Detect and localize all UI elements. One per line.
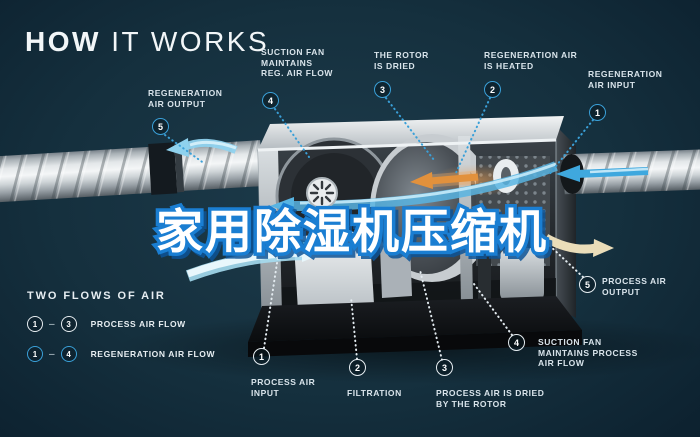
unit-base [248, 296, 582, 357]
process-output-arrow [543, 234, 614, 257]
fan-hub-icon [306, 177, 338, 209]
step-circle-reg-4: 4 [262, 92, 279, 109]
fan-swirl-arrow [262, 217, 350, 251]
label-line: AIR INPUT [588, 79, 636, 90]
label-line: BY THE ROTOR [436, 398, 507, 409]
step-circle-proc-5: 5 [579, 276, 596, 293]
legend-circle: 4 [60, 346, 77, 362]
step-number: 4 [513, 337, 519, 348]
step-circle-proc-2: 2 [349, 359, 366, 376]
label-regeneration-air-output: REGENERATION AIR OUTPUT [148, 88, 222, 109]
step-circle-proc-4: 4 [508, 334, 525, 351]
heated-air-arrow [410, 170, 479, 189]
label-line: REGENERATION AIR [484, 50, 578, 60]
legend-label: PROCESS AIR FLOW [90, 319, 186, 329]
label-line: FILTRATION [347, 388, 402, 398]
step-number: 3 [441, 362, 447, 373]
legend: TWO FLOWS OF AIR 1 – 3 PROCESS AIR FLOW … [27, 290, 215, 362]
label-filtration: FILTRATION [347, 388, 402, 399]
step-number: 5 [157, 121, 163, 132]
label-line: THE ROTOR [374, 50, 429, 60]
step-number: 4 [267, 95, 273, 106]
legend-circle: 1 [27, 316, 43, 332]
label-process-air-output: PROCESS AIR OUTPUT [602, 276, 666, 297]
label-regeneration-air-input: REGENERATION AIR INPUT [588, 69, 662, 90]
legend-row-process: 1 – 3 PROCESS AIR FLOW [27, 316, 215, 332]
legend-circle: 1 [27, 346, 43, 362]
process-input-arrow [185, 245, 322, 282]
label-suction-fan-reg-air-flow: SUCTION FAN MAINTAINS REG. AIR FLOW [261, 47, 333, 79]
label-line: OUTPUT [602, 286, 641, 297]
regeneration-output-arrow [166, 138, 238, 157]
page-title: HOW IT WORKS [25, 26, 269, 58]
label-line: REGENERATION [588, 69, 663, 79]
label-line: PROCESS AIR IS DRIED [436, 388, 545, 398]
label-line: INPUT [251, 387, 280, 398]
label-line: MAINTAINS [261, 57, 313, 68]
label-line: AIR FLOW [538, 358, 585, 368]
compressor [478, 234, 544, 302]
step-number: 2 [354, 362, 360, 373]
duct-cutout [148, 142, 178, 195]
label-line: MAINTAINS PROCESS [538, 347, 638, 358]
label-line: IS DRIED [374, 60, 416, 71]
legend-row-regeneration: 1 – 4 REGENERATION AIR FLOW [27, 346, 215, 362]
dehumidifier-unit [248, 116, 582, 357]
label-line: REG. AIR FLOW [261, 68, 333, 78]
legend-dash: – [49, 318, 55, 330]
regeneration-input-arrow [556, 165, 649, 182]
title-bold: HOW [25, 26, 101, 57]
step-circle-reg-5: 5 [152, 118, 169, 135]
step-circle-proc-3: 3 [436, 359, 453, 376]
label-process-air-dried: PROCESS AIR IS DRIED BY THE ROTOR [436, 388, 544, 409]
watermark-text: 家用除湿机压缩机 [156, 205, 548, 258]
regeneration-leader-lines [164, 97, 594, 177]
legend-heading: TWO FLOWS OF AIR [27, 290, 166, 302]
title-light: IT WORKS [100, 26, 270, 57]
label-suction-fan-process-air-flow: SUCTION FAN MAINTAINS PROCESS AIR FLOW [538, 337, 638, 369]
legend-label: REGENERATION AIR FLOW [90, 349, 216, 359]
label-regeneration-air-heated: REGENERATION AIR IS HEATED [484, 50, 577, 71]
label-line: AIR OUTPUT [148, 98, 206, 109]
step-circle-proc-1: 1 [253, 348, 270, 365]
label-line: IS HEATED [484, 60, 534, 71]
step-number: 1 [258, 351, 264, 362]
step-number: 2 [489, 84, 495, 95]
label-line: SUCTION FAN [261, 47, 325, 57]
step-number: 3 [379, 84, 385, 95]
label-process-air-input: PROCESS AIR INPUT [251, 377, 315, 398]
legend-dash: – [49, 348, 55, 360]
label-rotor-is-dried: THE ROTOR IS DRIED [374, 50, 429, 71]
step-circle-reg-3: 3 [374, 81, 391, 98]
step-number: 1 [594, 107, 600, 118]
step-number: 5 [584, 279, 590, 290]
legend-circle: 3 [60, 316, 77, 332]
step-circle-reg-2: 2 [484, 81, 501, 98]
watermark: 家用除湿机压缩机 [153, 202, 550, 262]
label-line: SUCTION FAN [538, 337, 602, 347]
process-leader-lines [263, 244, 584, 361]
label-line: REGENERATION [148, 88, 223, 98]
label-line: PROCESS AIR [602, 276, 667, 286]
step-circle-reg-1: 1 [589, 104, 606, 121]
label-line: PROCESS AIR [251, 377, 316, 387]
